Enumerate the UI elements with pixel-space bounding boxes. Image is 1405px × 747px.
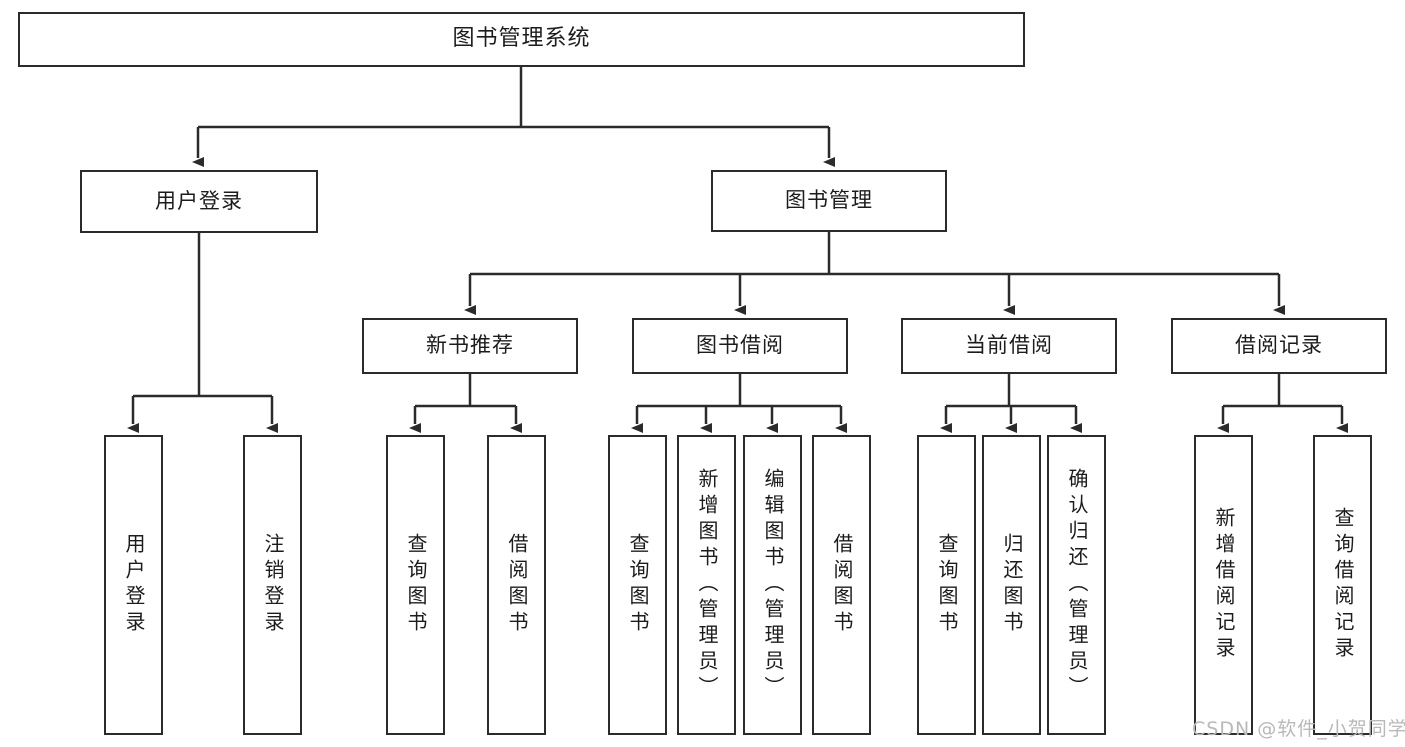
node-leaf-add-record[interactable]: 新增借阅记录 <box>1194 435 1253 735</box>
node-book-management[interactable]: 图书管理 <box>711 170 947 232</box>
node-current-borrow[interactable]: 当前借阅 <box>901 318 1117 374</box>
leaf-label: 查询借阅记录 <box>1331 507 1355 663</box>
node-leaf-add-book[interactable]: 新增图书（管理员） <box>677 435 736 735</box>
leaf-label: 新增图书（管理员） <box>695 468 719 702</box>
leaf-label: 借阅图书 <box>505 533 529 637</box>
node-leaf-query-book-1[interactable]: 查询图书 <box>386 435 445 735</box>
node-leaf-borrow-book-1[interactable]: 借阅图书 <box>487 435 546 735</box>
node-borrow-record[interactable]: 借阅记录 <box>1171 318 1387 374</box>
leaf-label: 归还图书 <box>1000 533 1024 637</box>
leaf-label: 查询图书 <box>626 533 650 637</box>
node-leaf-confirm-return[interactable]: 确认归还（管理员） <box>1047 435 1106 735</box>
node-leaf-borrow-book-2[interactable]: 借阅图书 <box>812 435 871 735</box>
node-leaf-query-book-2[interactable]: 查询图书 <box>608 435 667 735</box>
leaf-label: 注销登录 <box>261 533 285 637</box>
leaf-label: 确认归还（管理员） <box>1065 468 1089 702</box>
node-leaf-user-login[interactable]: 用户登录 <box>104 435 163 735</box>
node-leaf-logout-login[interactable]: 注销登录 <box>243 435 302 735</box>
node-book-borrow[interactable]: 图书借阅 <box>632 318 848 374</box>
node-root-system[interactable]: 图书管理系统 <box>18 12 1025 67</box>
leaf-label: 查询图书 <box>404 533 428 637</box>
csdn-watermark: CSDN @软件_小贺同学 <box>1192 718 1405 740</box>
leaf-label: 查询图书 <box>935 533 959 637</box>
leaf-label: 借阅图书 <box>830 533 854 637</box>
node-leaf-query-record[interactable]: 查询借阅记录 <box>1313 435 1372 735</box>
node-leaf-query-book-3[interactable]: 查询图书 <box>917 435 976 735</box>
node-leaf-edit-book[interactable]: 编辑图书（管理员） <box>743 435 802 735</box>
node-leaf-return-book[interactable]: 归还图书 <box>982 435 1041 735</box>
leaf-label: 新增借阅记录 <box>1212 507 1236 663</box>
node-user-login[interactable]: 用户登录 <box>80 170 318 233</box>
leaf-label: 编辑图书（管理员） <box>761 468 785 702</box>
leaf-label: 用户登录 <box>122 533 146 637</box>
node-new-book-recommend[interactable]: 新书推荐 <box>362 318 578 374</box>
